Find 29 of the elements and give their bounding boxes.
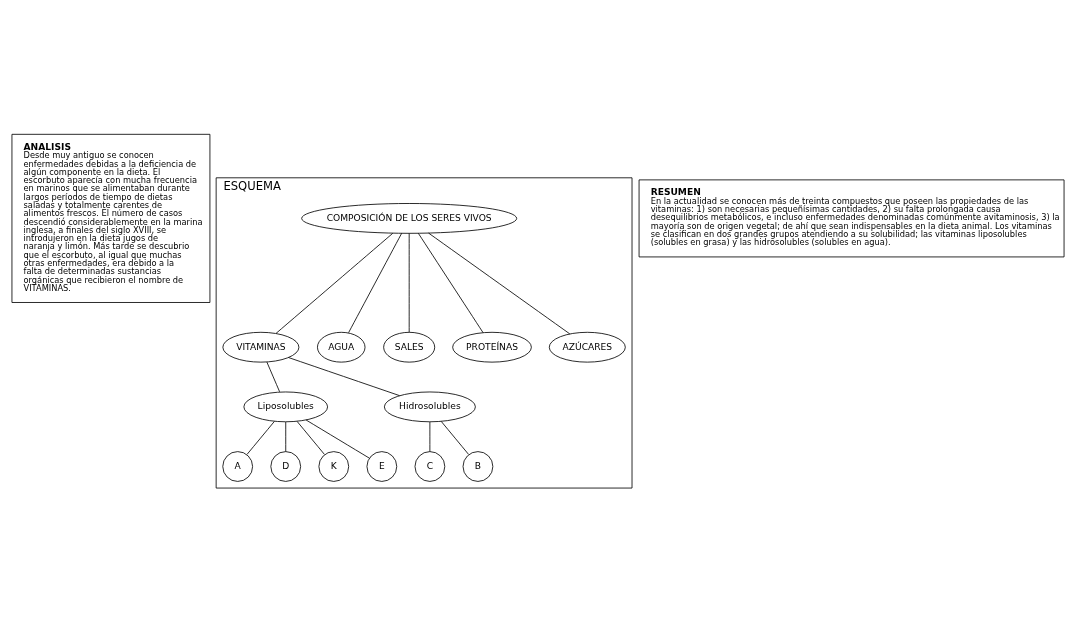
node-circle: A <box>222 451 253 482</box>
connector <box>417 232 484 334</box>
node-circle: K <box>318 451 350 482</box>
node-circle: D <box>270 451 302 482</box>
node-box: RESUMEN En la actualidad se conocen más de treinta compuestos que poseen las propiedades de las vitaminas: 1) son necesarias pequeñísimas cantidades, 2) su falta prolongada causa desequilibrios metabólicos, e incluso enfermedades denominadas comúnmente avitaminosis, 3) la mayoría son de origen vegetal; de ahí que sean indispensables en la dieta animal. Los vitaminas se clasifican en dos grandes grupos atendiendo a su solubilidad; las vitaminas liposolubles (solubles en grasa) y las hidrosolubles (solubles en agua). <box>638 179 1065 258</box>
node-ellipse: AZÚCARES <box>548 331 626 363</box>
connector <box>440 421 469 455</box>
node-circle: B <box>462 451 494 482</box>
connector <box>275 232 394 334</box>
connector <box>429 421 431 452</box>
node-circle: C <box>414 451 446 482</box>
node-ellipse: Hidrosolubles <box>383 391 476 423</box>
connector <box>246 421 275 455</box>
connector <box>348 232 403 334</box>
connector <box>296 421 325 455</box>
node-ellipse: Liposolubles <box>243 391 328 423</box>
node-box: ANALISIS Desde muy antiguo se conocen enfermedades debidas a la deficiencia de algún componente en la dieta. El escorbuto aparecía con mucha frecuencia en marinos que se alimentaban durante largos períodos de tiempo de dietas saladas y totalmente carentes de alimentos frescos. El número de casos descendió considerablemente en la marina inglesa, a finales del siglo XVIII, se introdujeron en la dieta jugos de naranja y limón. Más tarde se descubrio que el escorbuto, al igual que muchas otras enfermedades, era debido a la falta de determinadas sustancias orgánicas que recibieron el nombre de VITAMINAS. <box>11 133 211 303</box>
node-circle: E <box>366 451 398 482</box>
node-ellipse: SALES <box>383 331 436 363</box>
node-ellipse: COMPOSICIÓN DE LOS SERES VIVOS <box>301 203 518 234</box>
connector <box>285 421 287 452</box>
connector <box>288 357 400 397</box>
connector <box>408 232 410 333</box>
connector <box>266 361 281 393</box>
connector <box>428 232 571 335</box>
node-ellipse: AGUA <box>317 331 366 363</box>
node-ellipse: VITAMINAS <box>222 331 300 363</box>
node-ellipse: PROTEÍNAS <box>452 331 532 363</box>
connector <box>305 419 370 459</box>
